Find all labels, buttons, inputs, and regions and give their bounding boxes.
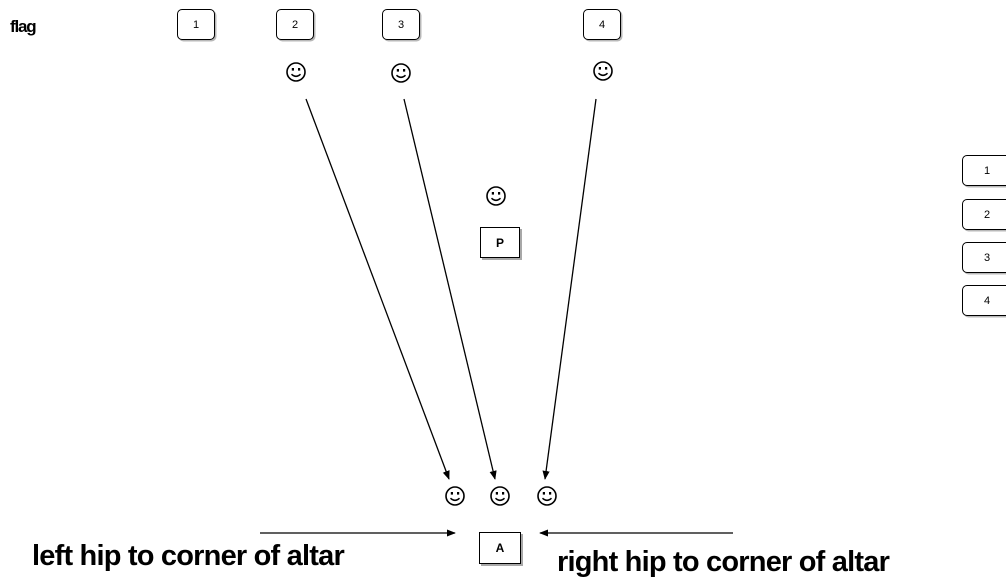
top-box-2: 2	[276, 9, 314, 40]
arrow-4-to-altar	[542, 98, 597, 480]
arrow-3-to-altar	[403, 98, 497, 480]
left-caption: left hip to corner of altar	[32, 540, 345, 572]
smiley-face-icon	[490, 486, 510, 506]
top-box-1: 1	[177, 9, 215, 40]
altar-box: A	[479, 532, 521, 564]
smiley-face-icon	[593, 61, 613, 81]
smiley-face-icon	[486, 186, 506, 206]
top-box-4: 4	[583, 9, 621, 40]
flag-label: flag	[10, 17, 37, 36]
side-box-2: 2	[962, 199, 1006, 230]
top-box-3: 3	[382, 9, 420, 40]
side-box-1: 1	[962, 155, 1006, 186]
smiley-face-icon	[391, 63, 411, 83]
right-caption: right hip to corner of altar	[557, 546, 890, 578]
arrow-2-to-altar	[305, 98, 450, 480]
smiley-face-icon	[445, 486, 465, 506]
smiley-face-icon	[537, 486, 557, 506]
side-box-3: 3	[962, 242, 1006, 273]
side-box-4: 4	[962, 285, 1006, 316]
priest-box: P	[480, 227, 520, 258]
smiley-face-icon	[286, 62, 306, 82]
